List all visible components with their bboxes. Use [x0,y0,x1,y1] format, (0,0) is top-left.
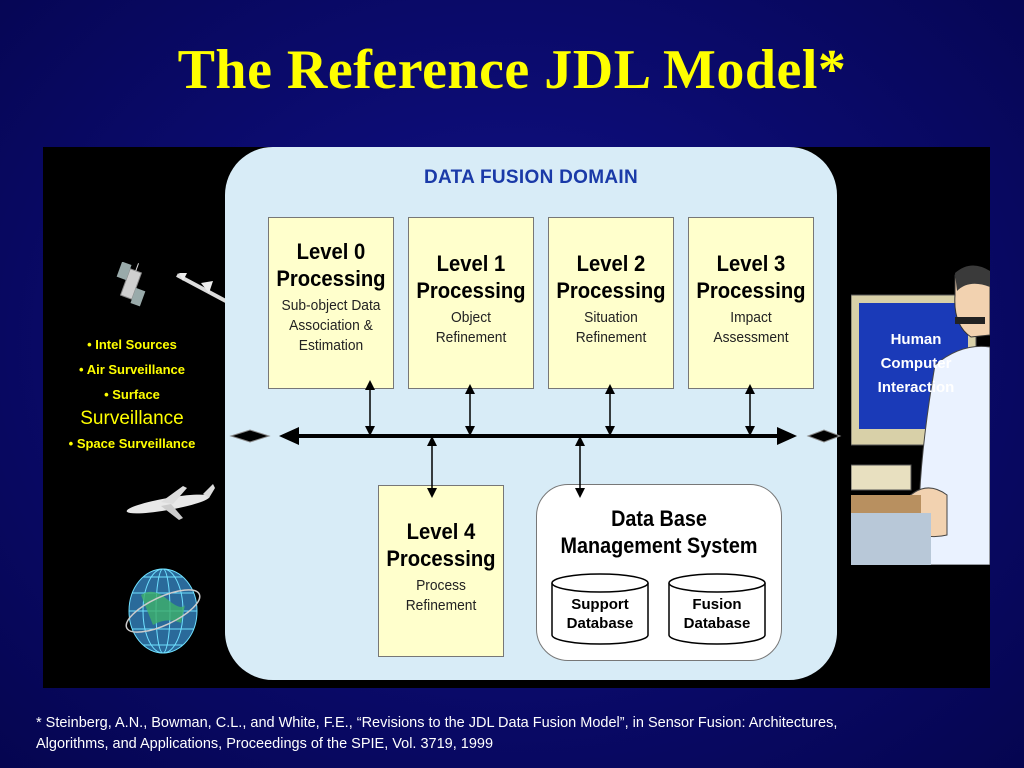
source-space: • Space Surveillance [68,436,196,451]
level-1-desc-1: Object [451,309,491,326]
level-3-title: Level 3 [716,251,786,276]
right-connector-icon [806,429,842,443]
level-2-title: Level 2 [576,251,646,276]
support-database: Support Database [550,573,650,645]
footnote-line-2: Algorithms, and Applications, Proceeding… [36,736,494,752]
footnote-line-1: * Steinberg, A.N., Bowman, C.L., and Whi… [36,715,838,731]
source-air: • Air Surveillance [79,362,185,377]
level-3-desc-2: Assessment [713,329,789,346]
level-1-title: Level 1 [436,251,506,276]
level-4-title: Level 4 [406,519,476,544]
hci-label: Human Computer Interaction [861,328,971,400]
dbms-box: Data Base Management System Support Data… [536,484,782,661]
level-4-desc-2: Refinement [405,597,477,614]
source-surface: • Surface [104,387,160,402]
jdl-diagram: • Intel Sources • Air Surveillance • Sur… [43,147,991,688]
left-connector-icon [229,429,271,443]
level-0-title: Level 0 [296,239,366,264]
fusion-database: Fusion Database [667,573,767,645]
operator-at-computer-icon [821,265,991,566]
level-3-desc-1: Impact [730,309,772,326]
globe-icon [125,568,201,654]
level-3-box: Level 3 Processing Impact Assessment [688,217,814,389]
source-intel: • Intel Sources [87,337,177,352]
hci-line-1: Human [890,331,942,348]
level-1-box: Level 1 Processing Object Refinement [408,217,534,389]
satellite-icon [116,262,146,307]
dbms-title-2: Management System [560,533,758,558]
level-0-desc-2: Association & [289,317,373,334]
hci-workstation: Human Computer Interaction [821,265,991,566]
level-3-sub: Processing [696,278,806,303]
level-4-sub: Processing [386,546,496,571]
level-4-desc-1: Process [416,577,466,594]
level-2-desc-1: Situation [584,309,638,326]
bus-arrow-right-icon [777,427,797,445]
dbms-title-1: Data Base [611,506,707,531]
hci-line-2: Computer [880,355,952,372]
level-0-sub: Processing [276,266,386,291]
domain-title: DATA FUSION DOMAIN [423,167,639,188]
support-db-label-1: Support [571,596,629,613]
level-2-box: Level 2 Processing Situation Refinement [548,217,674,389]
citation-footnote: * Steinberg, A.N., Bowman, C.L., and Whi… [36,713,996,755]
level-0-desc-1: Sub-object Data [281,297,381,314]
bus-arrows [229,380,842,498]
bus-arrow-left-icon [279,427,299,445]
support-db-label-2: Database [566,615,634,632]
level-1-sub: Processing [416,278,526,303]
level-4-box: Level 4 Processing Process Refinement [378,485,504,657]
source-list: • Intel Sources • Air Surveillance • Sur… [43,332,221,456]
level-1-desc-2: Refinement [435,329,507,346]
level-0-box: Level 0 Processing Sub-object Data Assoc… [268,217,394,389]
hci-line-3: Interaction [877,379,955,396]
fusion-db-label-2: Database [683,615,751,632]
database-cylinder-icon [668,573,766,645]
database-cylinder-icon [551,573,649,645]
level-2-sub: Processing [556,278,666,303]
source-surface-surveillance: Surveillance [80,408,184,429]
level-0-desc-3: Estimation [298,337,364,354]
airplane-icon [126,484,215,520]
level-2-desc-2: Refinement [575,329,647,346]
fusion-db-label-1: Fusion [692,596,742,613]
slide-title: The Reference JDL Model* [177,39,847,101]
